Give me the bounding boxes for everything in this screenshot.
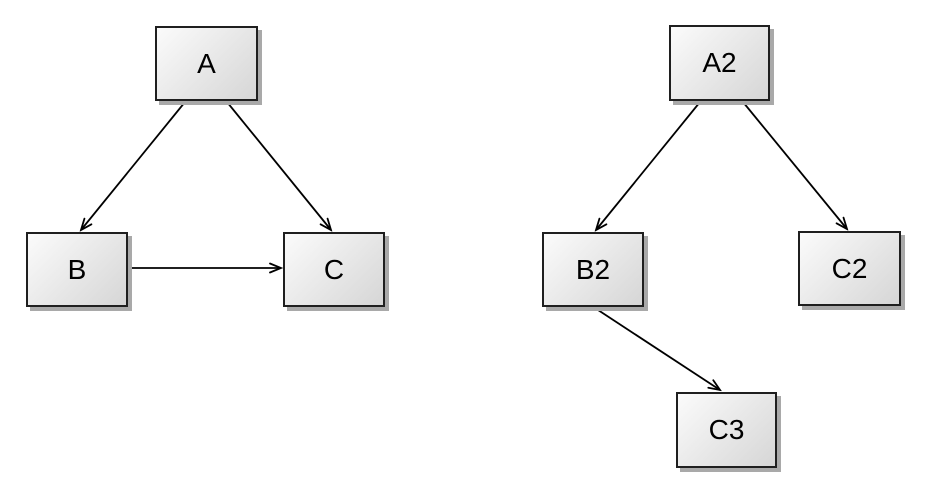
- edge-A2-C2: [742, 101, 847, 229]
- edge-A-B: [81, 101, 186, 230]
- node-A2: A2: [669, 25, 770, 101]
- node-label: C: [323, 253, 345, 285]
- node-B2: B2: [542, 232, 644, 307]
- edge-B2-C3: [594, 307, 720, 390]
- node-label: B: [67, 253, 87, 285]
- node-label: A2: [702, 47, 737, 78]
- node-label: C3: [708, 414, 745, 445]
- node-label: C2: [831, 252, 868, 284]
- node-B: B: [26, 232, 128, 307]
- node-label: B2: [575, 253, 611, 285]
- node-A: A: [155, 26, 258, 101]
- node-C: C: [283, 232, 385, 307]
- node-C3: C3: [676, 392, 777, 468]
- node-label: A: [197, 47, 216, 79]
- node-C2: C2: [798, 231, 901, 306]
- edge-A-C: [226, 101, 331, 230]
- edge-A2-B2: [596, 101, 701, 230]
